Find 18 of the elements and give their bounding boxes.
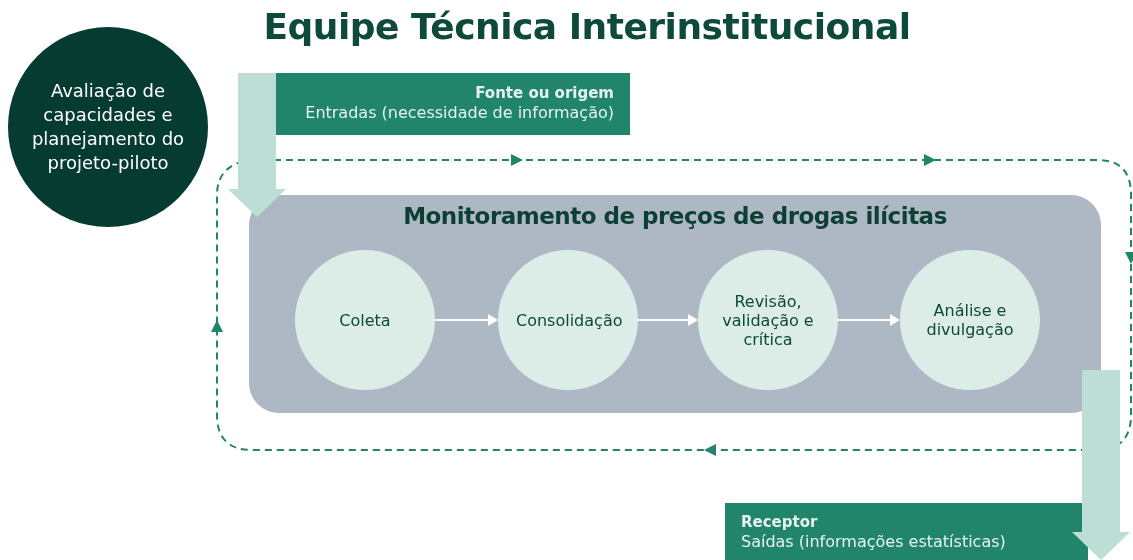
process-panel (249, 195, 1101, 413)
arrow (434, 314, 498, 326)
flow-arrow (1072, 370, 1130, 560)
flow-arrow (228, 73, 286, 217)
arrow (837, 314, 900, 326)
receiver-band (725, 503, 1088, 560)
band-heading: Receptor (741, 512, 819, 532)
step-label: Consolidação (516, 310, 620, 330)
band-heading: Fonte ou origem (474, 83, 614, 103)
band-text: Entradas (necessidade de informação) (304, 103, 614, 123)
step-label: Coleta (339, 310, 391, 330)
step-label: Análise e divulgação (925, 301, 1015, 339)
step-label: Revisão, validação e crítica (721, 291, 815, 349)
band-text: Saídas (informações estatísticas) (741, 532, 1007, 552)
diagram-title: Equipe Técnica Interinstitucional (262, 6, 912, 47)
step-label: Avaliação de capacidades e planejamento do projeto-piloto (30, 79, 186, 175)
arrow (637, 314, 698, 326)
panel-heading: Monitoramento de preços de drogas ilícitas (402, 203, 948, 229)
